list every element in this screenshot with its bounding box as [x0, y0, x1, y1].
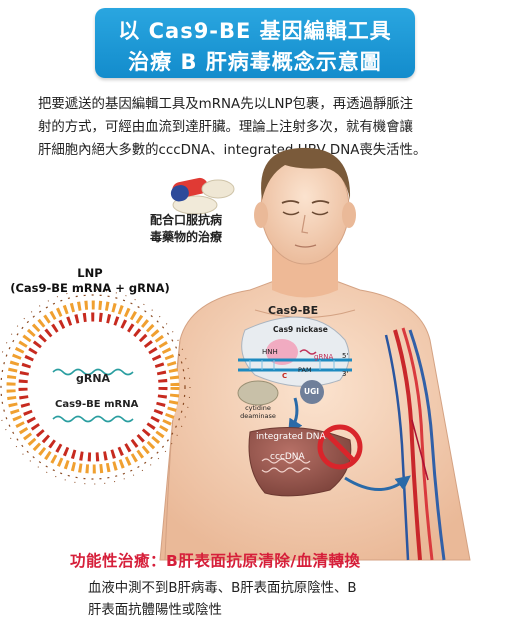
intro-line-1: 把要遞送的基因編輯工具及mRNA先以LNP包裹，再透過靜脈注 — [38, 97, 414, 112]
lnp-label: LNP (Cas9-BE mRNA + gRNA) — [5, 266, 175, 296]
pill-label-line-2: 毒藥物的治療 — [149, 230, 222, 244]
pills-icon — [170, 177, 235, 215]
cccdna-label: cccDNA — [270, 452, 305, 462]
lnp-grna-label: gRNA — [76, 372, 111, 385]
intro-line-2: 射的方式，可經由血流到達肝臟。理論上注射多次，就有機會讓 — [38, 120, 413, 135]
c-base-label: C — [282, 372, 288, 380]
lnp-subtitle: (Cas9-BE mRNA + gRNA) — [10, 281, 170, 295]
liver-icon — [248, 427, 352, 497]
functional-desc-line-1: 血液中測不到B肝病毒、B肝表面抗原陰性、B — [88, 581, 357, 596]
title-line-2: 治療 B 肝病毒概念示意圖 — [128, 50, 382, 74]
pill-label: 配合口服抗病 毒藥物的治療 — [136, 212, 236, 246]
title-banner: 以 Cas9-BE 基因編輯工具 治療 B 肝病毒概念示意圖 — [95, 8, 415, 78]
cas9be-label: Cas9-BE — [268, 304, 319, 317]
pill-label-line-1: 配合口服抗病 — [149, 213, 222, 227]
title-line-1: 以 Cas9-BE 基因編輯工具 — [118, 19, 392, 43]
lnp-particle-icon — [0, 289, 191, 485]
cas9-nickase-label: Cas9 nickase — [273, 325, 328, 334]
lnp-mrna-label: Cas9-BE mRNA — [55, 399, 139, 410]
pam-label: PAM — [298, 366, 312, 374]
five-prime-label: 5' — [342, 352, 349, 360]
flow-arrow — [344, 475, 411, 491]
prohibited-icon — [317, 424, 363, 470]
integrated-dna-label: integrated DNA — [256, 432, 326, 442]
hnh-label: HNH — [262, 348, 278, 356]
grna-complex-label: gRNA — [314, 353, 334, 361]
functional-cure-desc: 血液中測不到B肝病毒、B肝表面抗原陰性、B 肝表面抗體陽性或陰性 — [88, 578, 468, 622]
functional-desc-line-2: 肝表面抗體陽性或陰性 — [88, 603, 222, 618]
deaminase-label: cytidine deaminase — [240, 404, 276, 420]
functional-cure-title: 功能性治癒：B肝表面抗原清除/血清轉換 — [70, 552, 361, 570]
cas9-be-complex — [237, 316, 352, 435]
three-prime-label: 3' — [342, 370, 349, 378]
blood-vessels — [384, 327, 446, 561]
ugi-label: UGI — [304, 387, 320, 396]
lnp-title: LNP — [77, 266, 103, 280]
